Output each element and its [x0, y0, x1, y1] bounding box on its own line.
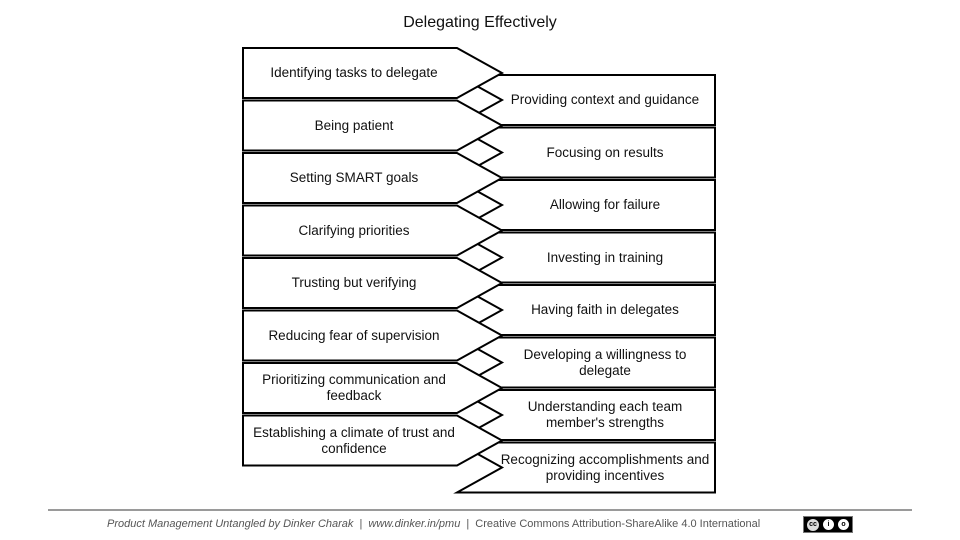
left-item-label: Trusting but verifying	[291, 275, 417, 290]
left-chevron	[242, 204, 505, 257]
footer-url[interactable]: www.dinker.in/pmu	[368, 518, 461, 530]
footer-separator: |	[359, 518, 363, 530]
left-chevron	[242, 257, 505, 309]
right-item-label: Investing in training	[546, 249, 664, 265]
left-item-label: Clarifying priorities	[298, 222, 410, 238]
left-item-label: Setting SMART goals	[289, 170, 419, 185]
right-chevron	[453, 231, 716, 284]
right-chevron	[453, 284, 716, 336]
right-chevron	[453, 336, 716, 389]
right-chevron	[453, 74, 716, 126]
left-chevron	[242, 362, 505, 414]
left-item-label: Prioritizing communication and feedback	[262, 372, 446, 403]
left-chevron	[242, 309, 505, 362]
right-item-label: Having faith in delegates	[531, 302, 679, 317]
left-chevron	[242, 414, 505, 467]
footer: Product Management Untangled by Dinker C…	[107, 518, 760, 530]
right-chevron	[453, 441, 716, 494]
footer-license: Creative Commons Attribution-ShareAlike …	[475, 518, 761, 530]
cc-by-sa-icon: cc i o	[803, 516, 853, 533]
footer-book-credit: Product Management Untangled by Dinker C…	[107, 518, 354, 530]
cc-glyph: cc	[806, 517, 820, 532]
right-item-label: Allowing for failure	[549, 197, 661, 212]
left-chevron	[242, 152, 505, 204]
by-glyph: i	[822, 518, 835, 531]
right-chevron	[453, 126, 716, 179]
right-item-label: Providing context and guidance	[510, 92, 700, 107]
left-item-label: Reducing fear of supervision	[268, 327, 440, 343]
right-item-label: Understanding each team member's strengt…	[527, 399, 683, 430]
left-item-label: Being patient	[314, 117, 394, 133]
right-chevron	[453, 179, 716, 231]
footer-separator: |	[466, 518, 470, 530]
left-item-label: Identifying tasks to delegate	[270, 65, 438, 80]
diagram-title: Delegating Effectively	[403, 14, 557, 31]
left-chevron	[242, 99, 505, 152]
right-item-label: Recognizing accomplishments and providin…	[500, 451, 710, 483]
left-item-label: Establishing a climate of trust and conf…	[253, 424, 455, 456]
footer-divider	[48, 509, 912, 511]
right-item-label: Focusing on results	[546, 144, 664, 160]
right-chevron	[453, 389, 716, 441]
left-chevron	[242, 47, 505, 99]
sa-glyph: o	[837, 518, 850, 531]
right-item-label: Developing a willingness to delegate	[523, 346, 687, 378]
